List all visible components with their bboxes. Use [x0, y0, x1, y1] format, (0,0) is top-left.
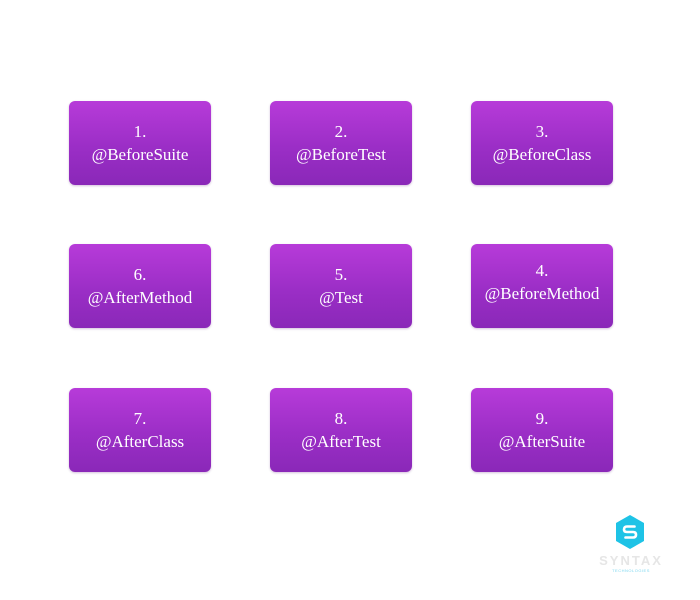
box-number: 2.	[334, 122, 348, 141]
box-test: 5. @Test	[270, 244, 412, 328]
box-label: @Test	[319, 288, 363, 307]
box-label: @AfterClass	[95, 432, 185, 451]
box-label: @BeforeMethod	[484, 284, 600, 303]
box-after-test: 8. @AfterTest	[270, 388, 412, 472]
box-number: 7.	[133, 409, 147, 428]
box-number: 1.	[133, 122, 147, 141]
box-number: 9.	[535, 409, 549, 428]
box-label: @BeforeSuite	[91, 145, 189, 164]
box-before-class: 3. @BeforeClass	[471, 101, 613, 185]
hexagon-s-icon	[616, 515, 644, 549]
box-label: @BeforeTest	[296, 145, 386, 164]
box-label: @AfterTest	[301, 432, 381, 451]
box-number: 5.	[334, 265, 348, 284]
box-before-method: 4. @BeforeMethod	[471, 244, 613, 328]
box-label: @BeforeClass	[492, 145, 592, 164]
logo-tagline: TECHNOLOGIES	[612, 568, 650, 573]
box-after-class: 7. @AfterClass	[69, 388, 211, 472]
box-label: @AfterSuite	[498, 432, 586, 451]
box-number: 3.	[535, 122, 549, 141]
box-after-suite: 9. @AfterSuite	[471, 388, 613, 472]
box-number: 8.	[334, 409, 348, 428]
box-number: 4.	[535, 261, 549, 280]
box-after-method: 6. @AfterMethod	[69, 244, 211, 328]
box-before-suite: 1. @BeforeSuite	[69, 101, 211, 185]
box-label: @AfterMethod	[87, 288, 193, 307]
box-before-test: 2. @BeforeTest	[270, 101, 412, 185]
box-number: 6.	[133, 265, 147, 284]
syntax-logo: SYNTAX TECHNOLOGIES	[586, 514, 676, 574]
logo-wordmark: SYNTAX	[599, 553, 663, 568]
